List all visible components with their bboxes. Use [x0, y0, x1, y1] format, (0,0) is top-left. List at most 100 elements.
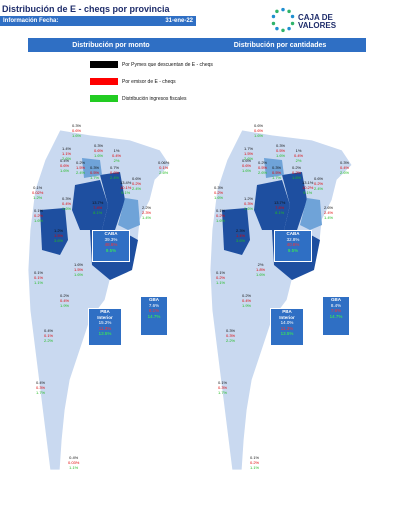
- value-pymes: 2.6%: [324, 205, 334, 210]
- pba-line: 15.2%: [98, 320, 112, 325]
- value-ingresos: 1.4%: [142, 215, 152, 220]
- legend-item-ingresos: Distribución ingresos fiscales: [90, 95, 186, 102]
- caba-line: CABA: [286, 231, 300, 236]
- value-pymes: 0.4%: [36, 380, 46, 385]
- value-pymes: 0.3%: [72, 123, 82, 128]
- province-label-corrientes: 0.6%0.2%2.4%: [132, 176, 141, 191]
- value-pymes: 0.1%: [216, 270, 226, 275]
- value-ingresos: 2.6%: [62, 156, 72, 161]
- value-emisor: 0.4%: [62, 201, 72, 206]
- caja-de-valores-logo-icon: [271, 7, 295, 33]
- value-emisor: 1.5%: [76, 165, 86, 170]
- value-pymes: 0.3%: [340, 160, 350, 165]
- value-ingresos: 1.6%: [60, 168, 70, 173]
- pba-line: PBA: [100, 309, 110, 314]
- province-label-santa-fe: 13.1%10.2%9.1%: [302, 180, 313, 195]
- value-ingresos: 1.6%: [62, 206, 72, 211]
- province-label-tierra-fuego: 0.1%0.2%1.1%: [250, 455, 259, 470]
- value-pymes: 0.1%: [250, 455, 260, 460]
- value-pymes: 0.3%: [272, 165, 282, 170]
- province-label-neuquen: 0.1%0.1%1.1%: [34, 270, 43, 285]
- gba-line: 7.6%: [330, 308, 342, 313]
- value-emisor: 0.3%: [244, 201, 254, 206]
- value-ingresos: 2%: [113, 158, 120, 163]
- province-label-san-luis: 0.1%0.2%1.6%: [216, 208, 225, 223]
- value-ingresos: 2.4%: [314, 186, 324, 191]
- caba-line: 39.3%: [104, 236, 118, 242]
- value-ingresos: 2.2%: [226, 338, 236, 343]
- value-pymes: 0.06%: [158, 160, 170, 165]
- pba-line: 13.5%: [98, 331, 112, 336]
- value-emisor: 0.3%: [218, 385, 228, 390]
- value-pymes: 13.1%: [302, 180, 314, 185]
- value-emisor: 0.3%: [36, 385, 46, 390]
- value-ingresos: 1.1%: [250, 465, 260, 470]
- value-emisor: 0.6%: [254, 128, 264, 133]
- value-emisor: 7.4%: [93, 205, 103, 210]
- value-emisor: 0.02%: [32, 190, 44, 195]
- value-pymes: 0.2%: [60, 293, 70, 298]
- value-ingresos: 1.6%: [256, 272, 266, 277]
- province-label-salta: 1.7%1.5%2.6%: [244, 146, 253, 161]
- value-ingresos: 2.6%: [258, 170, 268, 175]
- province-label-tucuman: 0.6%0.6%1.6%: [242, 158, 251, 173]
- value-emisor: 0.3%: [226, 333, 236, 338]
- caba-line: 9.5%: [105, 247, 117, 253]
- value-pymes: 0.1%: [216, 208, 226, 213]
- province-label-santa-cruz: 0.4%0.3%1.7%: [36, 380, 45, 395]
- gba-line: 14.7%: [147, 313, 161, 319]
- caba-line: CABA: [104, 231, 118, 236]
- legend-swatch-black: [90, 61, 118, 68]
- value-ingresos: 1.6%: [244, 206, 254, 211]
- value-ingresos: 2.6%: [340, 170, 350, 175]
- pba-line: PBA: [282, 309, 292, 314]
- province-label-jujuy: 0.6%0.6%1.6%: [254, 123, 263, 138]
- value-pymes: 0.6%: [314, 176, 324, 181]
- province-label-corrientes: 0.6%0.2%2.4%: [314, 176, 323, 191]
- value-emisor: 0.4%: [112, 153, 122, 158]
- province-label-chubut: 0.3%0.3%2.2%: [226, 328, 235, 343]
- province-label-la-pampa-left: 0.3%0.4%1.6%: [62, 196, 71, 211]
- gba-line: 7.6%: [148, 302, 160, 308]
- value-pymes: 0.1%: [34, 270, 44, 275]
- value-emisor: 10.2%: [302, 185, 314, 190]
- value-pymes: 0.4%: [60, 158, 70, 163]
- province-label-sgo-estero: 0.3%0.5%1.7%: [272, 165, 281, 180]
- province-label-misiones: 1%0.4%2%: [294, 148, 303, 163]
- value-pymes: 1.7%: [244, 146, 254, 151]
- value-emisor: 0.5%: [90, 170, 100, 175]
- value-emisor: 0.4%: [340, 165, 350, 170]
- value-pymes: 0.3%: [276, 143, 286, 148]
- value-emisor: 1.8%: [256, 267, 266, 272]
- value-emisor: 0.4%: [294, 153, 304, 158]
- value-pymes: 2%: [257, 262, 264, 267]
- value-pymes: 0.6%: [132, 176, 142, 181]
- province-label-tierra-fuego: 0.4%0.03%1.1%: [68, 455, 79, 470]
- value-emisor: 0.6%: [94, 148, 104, 153]
- province-label-chubut: 0.4%0.1%2.2%: [44, 328, 53, 343]
- value-pymes: 1%: [113, 148, 120, 153]
- value-ingresos: 1.7%: [272, 175, 282, 180]
- value-ingresos: 1.2%: [33, 195, 43, 200]
- value-pymes: 13.7%: [92, 200, 104, 205]
- legend-item-pymes: Por Pymes que descuentan de E - cheqs: [90, 61, 213, 68]
- value-emisor: 0.6%: [110, 170, 120, 175]
- value-emisor: 0.1%: [44, 333, 54, 338]
- value-ingresos: 1.6%: [214, 195, 224, 200]
- value-pymes: 0.2%: [242, 293, 252, 298]
- value-pymes: 0.3%: [90, 165, 100, 170]
- value-pymes: 1.2%: [54, 228, 64, 233]
- value-emisor: 0.5%: [276, 148, 286, 153]
- province-label-cordoba: 13.7%7.4%8.1%: [92, 200, 103, 215]
- province-label-entre-rios: 2.2%2.3%1.4%: [142, 205, 151, 220]
- province-label-misiones: 1%0.4%2%: [112, 148, 121, 163]
- value-emisor: 0.2%: [216, 275, 226, 280]
- pba-line: 11.3%: [98, 325, 112, 331]
- value-ingresos: 2%: [295, 158, 302, 163]
- value-emisor: 0.2%: [314, 181, 324, 186]
- gba-line: 8.4%: [330, 302, 342, 308]
- value-ingresos: 1.6%: [242, 168, 252, 173]
- value-emisor: 0.1%: [34, 275, 44, 280]
- value-pymes: 0.1%: [218, 380, 228, 385]
